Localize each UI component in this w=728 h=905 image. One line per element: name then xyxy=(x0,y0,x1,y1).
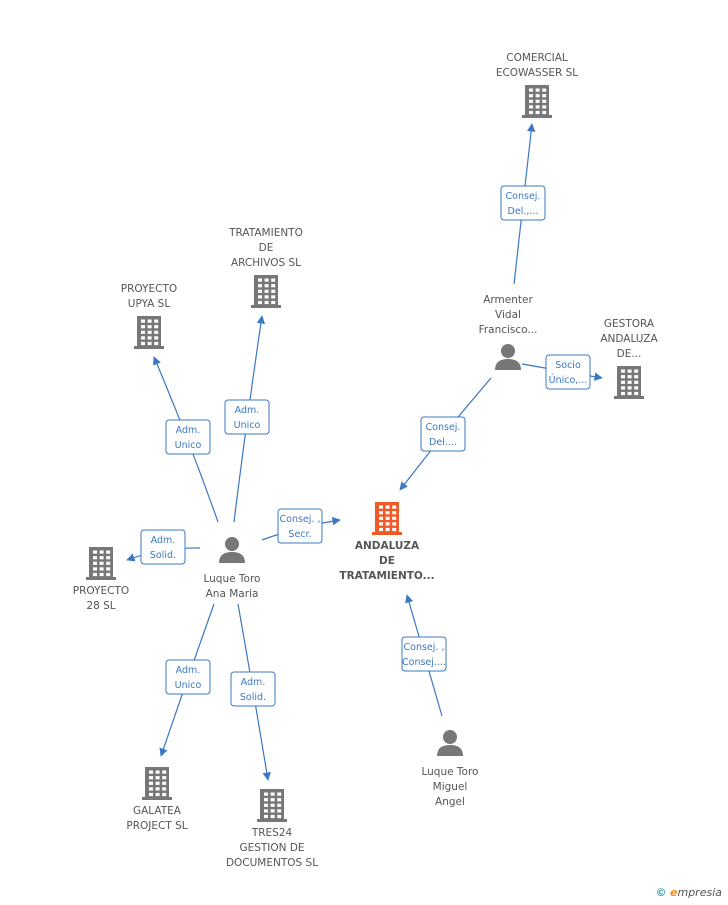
node-label-line: PROYECTO xyxy=(73,585,129,597)
node-label-line: DE xyxy=(379,555,395,567)
building-icon xyxy=(86,547,116,580)
role-badge[interactable]: Adm. Solid. xyxy=(230,671,276,707)
copyright-icon: © xyxy=(655,886,667,899)
role-label-line: Solid. xyxy=(150,550,176,561)
person-icon xyxy=(437,730,463,756)
node-label-line: 28 SL xyxy=(86,600,115,612)
building-icon xyxy=(372,502,402,535)
node-label-line: COMERCIAL xyxy=(506,52,568,64)
role-badge[interactable]: Consej. , Secr. xyxy=(277,508,323,544)
role-label-line: Adm. xyxy=(235,405,260,416)
node-label-line: Vidal xyxy=(495,309,521,321)
node-label-line: ECOWASSER SL xyxy=(496,67,578,79)
role-label-line: Consej. , xyxy=(404,642,445,653)
role-label-line: Adm. xyxy=(176,665,201,676)
role-label-line: Del.,... xyxy=(508,206,539,217)
node-armenter[interactable]: ArmenterVidalFrancisco... xyxy=(479,294,538,370)
node-label-line: DE... xyxy=(617,348,642,360)
role-badge[interactable]: Adm. Solid. xyxy=(140,529,186,565)
node-label-line: TRES24 xyxy=(251,827,293,839)
role-label-line: Solid. xyxy=(240,692,266,703)
role-label-line: Adm. xyxy=(176,425,201,436)
building-icon xyxy=(251,275,281,308)
role-label-line: Consej. xyxy=(506,191,541,202)
node-label-line: DE xyxy=(259,242,274,254)
brand-initial: e xyxy=(670,886,678,899)
building-icon xyxy=(257,789,287,822)
node-label-line: ANDALUZA xyxy=(600,333,658,345)
node-proyecto-upya[interactable]: PROYECTO UPYA SL xyxy=(121,283,177,349)
role-label-line: Adm. xyxy=(241,677,266,688)
role-badge[interactable]: Consej. Del.,... xyxy=(500,185,546,221)
node-label-line: GALATEA xyxy=(133,805,182,817)
building-icon xyxy=(134,316,164,349)
role-label-line: Adm. xyxy=(151,535,176,546)
node-label-line: TRATAMIENTO... xyxy=(339,570,434,582)
node-label-line: Luque Toro xyxy=(203,573,260,585)
node-label-line: Armenter xyxy=(483,294,533,306)
role-label-line: Unico xyxy=(175,680,202,691)
node-label-line: GESTION DE xyxy=(239,842,304,854)
role-badge[interactable]: Adm. Unico xyxy=(165,659,211,695)
building-icon xyxy=(522,85,552,118)
node-label-line: UPYA SL xyxy=(128,298,171,310)
role-badge[interactable]: Consej. Del.... xyxy=(420,416,466,452)
node-label-line: ANDALUZA xyxy=(355,540,420,552)
role-badge[interactable]: Consej. , Consej.... xyxy=(401,636,447,672)
node-label-line: Ana Maria xyxy=(206,588,259,600)
node-tratamiento-archivos[interactable]: TRATAMIENTO DE ARCHIVOS SL xyxy=(228,227,303,308)
brand-name: mpresia xyxy=(677,886,722,899)
node-galatea[interactable]: GALATEA PROJECT SL xyxy=(126,767,188,832)
role-label-line: Único,... xyxy=(549,374,588,386)
node-label-line: Francisco... xyxy=(479,324,538,336)
role-label-line: Socio xyxy=(555,360,581,371)
role-badge[interactable]: SocioÚnico,... xyxy=(545,354,591,390)
person-icon xyxy=(219,537,245,563)
node-label-line: Angel xyxy=(435,796,465,808)
node-andaluza[interactable]: ANDALUZA DE TRATAMIENTO... xyxy=(339,502,435,582)
role-label-line: Unico xyxy=(175,440,202,451)
role-badge[interactable]: Adm. Unico xyxy=(224,399,270,435)
node-proyecto-28[interactable]: PROYECTO 28 SL xyxy=(73,547,129,612)
node-label-line: GESTORA xyxy=(604,318,655,330)
building-icon xyxy=(142,767,172,800)
node-label-line: ARCHIVOS SL xyxy=(231,257,301,269)
node-label-line: PROYECTO xyxy=(121,283,177,295)
person-icon xyxy=(495,344,521,370)
node-gestora[interactable]: GESTORA ANDALUZA DE... xyxy=(600,318,658,399)
node-label-line: TRATAMIENTO xyxy=(228,227,303,239)
role-label-line: Secr. xyxy=(288,529,311,540)
building-icon xyxy=(614,366,644,399)
node-label-line: DOCUMENTOS SL xyxy=(226,857,318,869)
footer-brand: © empresia xyxy=(656,886,722,899)
node-comercial[interactable]: COMERCIAL ECOWASSER SL xyxy=(496,52,578,118)
role-label-line: Consej.... xyxy=(402,657,446,668)
role-badge[interactable]: Adm. Unico xyxy=(165,419,211,455)
node-label-line: Luque Toro xyxy=(421,766,478,778)
node-label-line: PROJECT SL xyxy=(126,820,187,832)
role-label-line: Consej. , xyxy=(280,514,321,525)
node-label-line: Miguel xyxy=(433,781,468,793)
role-label-line: Consej. xyxy=(426,422,461,433)
role-label-line: Unico xyxy=(234,420,261,431)
role-label-line: Del.... xyxy=(429,437,457,448)
